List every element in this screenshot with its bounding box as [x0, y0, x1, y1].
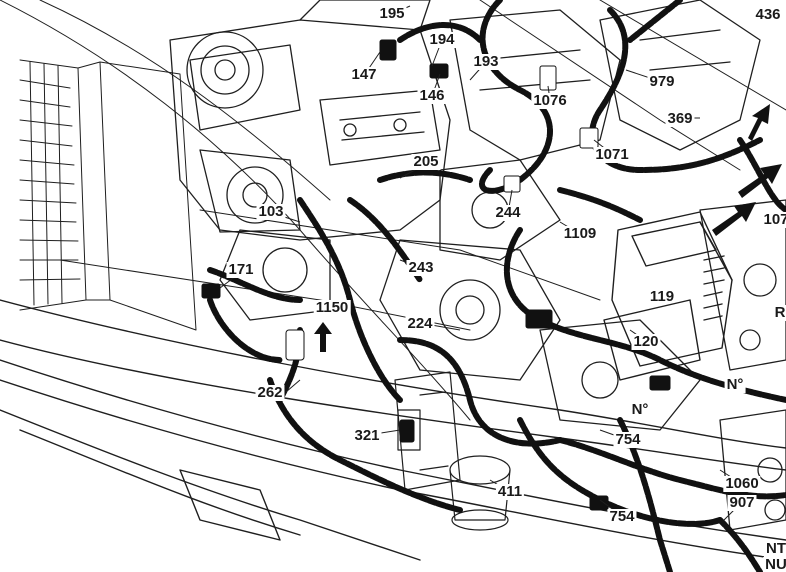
callout-1071: 1071 [593, 146, 631, 163]
ecu-box [603, 211, 733, 381]
callout-979: 979 [647, 73, 677, 90]
callout-nu: NU [763, 557, 786, 572]
wiring-harness [207, 0, 786, 572]
body-lines [0, 0, 786, 421]
callout-195: 195 [377, 5, 407, 22]
callout-754-lower: 754 [607, 508, 637, 525]
callout-193: 193 [471, 53, 501, 70]
callout-1150: 1150 [313, 299, 351, 316]
callout-1060: 1060 [723, 475, 761, 492]
callout-107: 107 [761, 212, 786, 228]
arrows [314, 104, 782, 352]
callout-103: 103 [256, 203, 286, 220]
callout-224: 224 [405, 315, 435, 332]
callout-no-1: N° [724, 376, 746, 393]
callout-411: 411 [495, 483, 525, 500]
callout-nt: NT [764, 540, 786, 557]
engine-block [169, 0, 786, 531]
callout-r: R [772, 304, 786, 321]
callout-436: 436 [753, 6, 783, 23]
callout-369: 369 [665, 110, 695, 127]
callout-243: 243 [406, 259, 436, 276]
callout-1076: 1076 [531, 92, 569, 109]
callout-754-upper: 754 [613, 431, 643, 448]
callout-120: 120 [631, 333, 661, 350]
callout-244: 244 [493, 204, 523, 221]
callout-907: 907 [727, 494, 757, 511]
callout-194: 194 [427, 31, 457, 48]
callout-147: 147 [349, 66, 379, 83]
connectors [201, 39, 671, 511]
radiator-grille [19, 59, 197, 331]
callout-171: 171 [226, 261, 256, 278]
callout-119: 119 [649, 288, 675, 305]
callout-no-2: N° [629, 401, 651, 418]
callout-205: 205 [411, 153, 441, 170]
callout-146: 146 [417, 87, 447, 104]
callout-262: 262 [255, 384, 285, 401]
callout-321: 321 [352, 427, 382, 444]
callout-1109: 1109 [561, 225, 599, 242]
